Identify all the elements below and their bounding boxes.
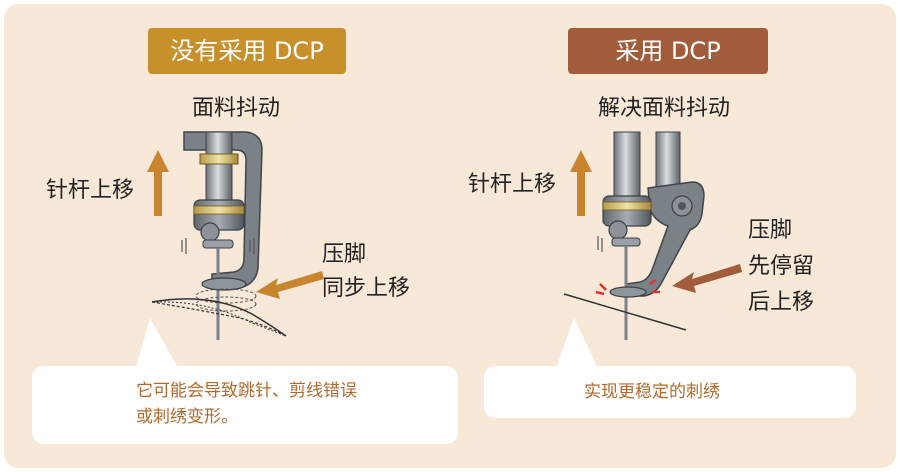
right-foot-label-2: 先停留 — [748, 254, 815, 279]
right-badge: 采用 DCP — [568, 28, 768, 74]
right-mechanism — [563, 131, 742, 340]
left-badge: 没有采用 DCP — [148, 28, 346, 74]
left-needle-bar-label: 针杆上移 — [46, 178, 135, 203]
left-foot-arrow — [256, 271, 324, 299]
left-subtitle: 面料抖动 — [192, 96, 281, 121]
right-note: 实现更稳定的刺绣 — [584, 382, 720, 402]
left-bubble-pointer — [136, 318, 178, 368]
left-foot-label-2: 同步上移 — [322, 276, 411, 301]
left-note-line-1: 它可能会导致跳针、剪线错误 — [136, 381, 357, 401]
left-note-bubble: 它可能会导致跳针、剪线错误 或刺绣变形。 — [32, 366, 458, 444]
left-up-arrow — [147, 150, 169, 216]
right-bubble-pointer — [556, 318, 598, 368]
left-foot-label-1: 压脚 — [322, 242, 367, 267]
right-needle-bar-label: 针杆上移 — [468, 172, 557, 197]
right-foot-label-1: 压脚 — [748, 218, 793, 243]
right-note-bubble: 实现更稳定的刺绣 — [484, 366, 856, 418]
right-foot-label-3: 后上移 — [748, 290, 815, 315]
right-subtitle: 解决面料抖动 — [598, 96, 731, 121]
left-note-line-2: 或刺绣变形。 — [136, 407, 238, 427]
right-up-arrow — [570, 150, 592, 216]
left-mechanism — [147, 131, 324, 340]
right-foot-arrow — [672, 264, 742, 293]
